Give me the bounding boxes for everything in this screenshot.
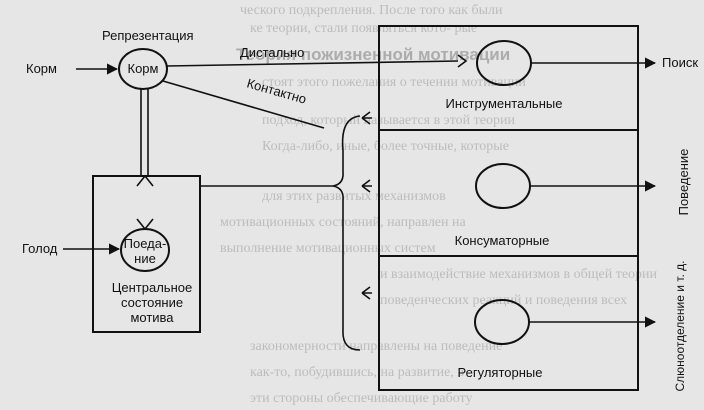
representation-label: Репрезентация xyxy=(102,28,194,43)
eating-node xyxy=(120,228,170,272)
central-motive-box xyxy=(92,175,201,333)
fork-regulatory xyxy=(361,286,372,300)
fork-consummatory xyxy=(361,179,372,193)
food-representation-node xyxy=(118,48,168,90)
regulatory-box xyxy=(378,255,639,391)
bg-line: ке теории, стали появляться кото- рые xyxy=(250,21,477,36)
consummatory-node xyxy=(475,163,531,209)
eating-label-line1: Поеда- xyxy=(124,236,167,251)
eating-label-line2: ние xyxy=(134,251,156,266)
central-state-line1: Центральное xyxy=(112,280,192,295)
instrumental-label: Инструментальные xyxy=(446,96,563,111)
distal-label: Дистально xyxy=(240,45,304,60)
central-state-line2: состояние xyxy=(121,295,183,310)
bg-line: для этих развитых механизмов xyxy=(262,189,446,204)
distal-fork xyxy=(457,54,468,68)
bg-line: эти стороны обеспечивающие работу xyxy=(250,391,472,406)
bg-line: подход, который называется в этой теории xyxy=(262,113,515,128)
regulatory-label: Регуляторные xyxy=(458,365,543,380)
distal-line xyxy=(166,60,459,67)
distribution-brace xyxy=(332,115,361,351)
bg-line: закономерности направлены на поведение xyxy=(250,339,502,354)
vertical-fork-bottom xyxy=(136,218,154,231)
bg-line: стоят этого пожелания о течении мотиваци… xyxy=(262,75,526,90)
bg-line: и взаимодействие механизмов в общей теор… xyxy=(380,267,658,282)
salivation-output-label: Слюноотделение и т. д. xyxy=(673,261,687,392)
background-page-text: ческого подкрепления. После того как был… xyxy=(220,3,658,406)
hunger-input-label: Голод xyxy=(22,241,58,256)
search-output-label: Поиск xyxy=(662,55,698,70)
central-state-line3: мотива xyxy=(130,310,174,325)
vertical-fork-top xyxy=(136,174,154,187)
bg-line: выполнение мотивационных систем xyxy=(220,241,436,256)
bg-line: Когда-либо, иные, более точные, которые xyxy=(262,139,509,154)
food-input-label: Корм xyxy=(26,61,57,76)
fork-instrumental xyxy=(361,111,372,125)
bg-title: Теория пожизненной мотивации xyxy=(236,45,510,64)
bg-line: как-то, побудившись, на развитие, в xyxy=(250,365,464,380)
bg-line: ческого подкрепления. После того как был… xyxy=(240,3,503,18)
food-node-label: Корм xyxy=(128,61,159,76)
contact-line xyxy=(162,80,325,129)
behavior-output-label: Поведение xyxy=(676,149,691,216)
consummatory-label: Консуматорные xyxy=(455,233,550,248)
